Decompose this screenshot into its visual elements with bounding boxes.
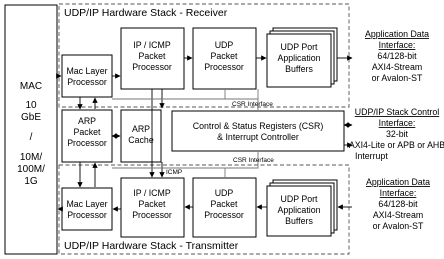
- svg-text:Processor: Processor: [67, 138, 107, 148]
- svg-text:Processor: Processor: [204, 210, 244, 220]
- svg-text:Application: Application: [277, 53, 320, 63]
- svg-text:32-bit: 32-bit: [386, 129, 409, 139]
- svg-text:ARP: ARP: [132, 124, 150, 134]
- transmitter-region: UDP/IP Hardware Stack - Transmitter: [58, 164, 350, 255]
- stack-control-interface: UDP/IP Stack Control Interface: 32-bit A…: [349, 107, 444, 161]
- mac-speed-gbe: GbE: [21, 112, 41, 123]
- receiver-data-path: [56, 55, 353, 79]
- svg-text:64/128-bit: 64/128-bit: [377, 51, 417, 61]
- svg-text:or Avalon-ST: or Avalon-ST: [372, 73, 423, 83]
- arp-connections: [77, 97, 121, 188]
- svg-text:UDP Port: UDP Port: [281, 42, 319, 52]
- svg-text:Processor: Processor: [67, 210, 107, 220]
- svg-text:Interface:: Interface:: [379, 40, 416, 50]
- control-interface-arrows: [343, 122, 353, 148]
- tx-udp-packet-processor: UDP Packet Processor: [192, 177, 257, 238]
- csr-interface-top-label: CSR Interface: [232, 101, 273, 108]
- mac-speed-10: 10: [25, 100, 37, 111]
- app-data-interface-bottom: Application Data Interface: 64/128-bit A…: [366, 177, 430, 231]
- svg-text:Cache: Cache: [128, 135, 154, 145]
- transmitter-title: UDP/IP Hardware Stack - Transmitter: [64, 240, 239, 252]
- mac-speed-1g: 1G: [24, 176, 38, 187]
- csr-interface-bottom-label: CSR Interface: [233, 157, 274, 164]
- svg-text:Packet: Packet: [139, 199, 166, 209]
- svg-text:Processor: Processor: [67, 77, 107, 87]
- rx-ip-icmp-packet-processor: IP / ICMP Packet Processor: [120, 27, 185, 90]
- svg-text:Buffers: Buffers: [285, 216, 313, 226]
- svg-text:Mac Layer: Mac Layer: [66, 199, 107, 209]
- mac-speed-100m: 100M/: [17, 164, 45, 175]
- svg-text:Buffers: Buffers: [285, 64, 313, 74]
- svg-text:Packet: Packet: [74, 127, 101, 137]
- svg-text:Control & Status Registers (CS: Control & Status Registers (CSR): [193, 121, 324, 131]
- arp-packet-processor: ARP Packet Processor: [61, 109, 113, 163]
- svg-text:UDP/IP Stack Control: UDP/IP Stack Control: [355, 107, 439, 117]
- mac-speed-10m: 10M/: [20, 152, 42, 163]
- icmp-label: ICMP: [166, 169, 182, 176]
- svg-text:AXI4-Stream: AXI4-Stream: [373, 210, 423, 220]
- rx-udp-port-application-buffers: UDP Port Application Buffers: [266, 27, 338, 88]
- tx-ip-icmp-packet-processor: IP / ICMP Packet Processor: [120, 177, 185, 238]
- svg-text:UDP Port: UDP Port: [281, 194, 319, 204]
- svg-text:Application: Application: [277, 205, 320, 215]
- svg-text:ARP: ARP: [78, 116, 96, 126]
- svg-text:Application Data: Application Data: [365, 29, 429, 39]
- mac-label: MAC: [20, 81, 42, 92]
- arp-cache: ARP Cache: [120, 109, 162, 163]
- csr-interrupt-controller: Control & Status Registers (CSR) & Inter…: [171, 110, 345, 152]
- rx-mac-layer-processor: Mac Layer Processor: [61, 54, 113, 98]
- svg-text:UDP: UDP: [215, 188, 234, 198]
- svg-text:UDP: UDP: [215, 40, 234, 50]
- tx-mac-layer-processor: Mac Layer Processor: [61, 187, 113, 231]
- svg-text:Interface:: Interface:: [379, 118, 416, 128]
- svg-text:Packet: Packet: [139, 51, 166, 61]
- csr-interface-lines: CSR Interface CSR Interface: [112, 89, 274, 178]
- svg-text:Processor: Processor: [204, 62, 244, 72]
- svg-text:Processor: Processor: [132, 210, 172, 220]
- svg-text:Application Data: Application Data: [366, 177, 430, 187]
- receiver-title: UDP/IP Hardware Stack - Receiver: [64, 7, 228, 19]
- svg-text:AXI4-Lite or APB or AHB: AXI4-Lite or APB or AHB: [349, 140, 444, 150]
- svg-text:IP / ICMP: IP / ICMP: [133, 40, 171, 50]
- rx-udp-packet-processor: UDP Packet Processor: [192, 27, 257, 90]
- svg-text:AXI4-Stream: AXI4-Stream: [372, 62, 422, 72]
- svg-text:64/128-bit: 64/128-bit: [378, 199, 418, 209]
- icmp-link: ICMP: [149, 89, 182, 178]
- mac-slash: /: [30, 132, 33, 143]
- svg-text:IP / ICMP: IP / ICMP: [133, 188, 171, 198]
- app-data-interface-top: Application Data Interface: 64/128-bit A…: [365, 29, 429, 83]
- svg-text:Packet: Packet: [211, 199, 238, 209]
- svg-text:Interrupt: Interrupt: [355, 151, 388, 161]
- svg-text:Interface:: Interface:: [380, 188, 417, 198]
- svg-text:Mac Layer: Mac Layer: [66, 66, 107, 76]
- svg-text:or Avalon-ST: or Avalon-ST: [373, 221, 424, 231]
- svg-text:Packet: Packet: [211, 51, 238, 61]
- svg-text:& Interrupt Controller: & Interrupt Controller: [217, 132, 299, 142]
- tx-udp-port-application-buffers: UDP Port Application Buffers: [266, 179, 338, 237]
- transmitter-data-path: [57, 204, 352, 212]
- svg-text:Processor: Processor: [132, 62, 172, 72]
- mac-block: MAC 10 GbE / 10M/ 100M/ 1G: [4, 4, 58, 255]
